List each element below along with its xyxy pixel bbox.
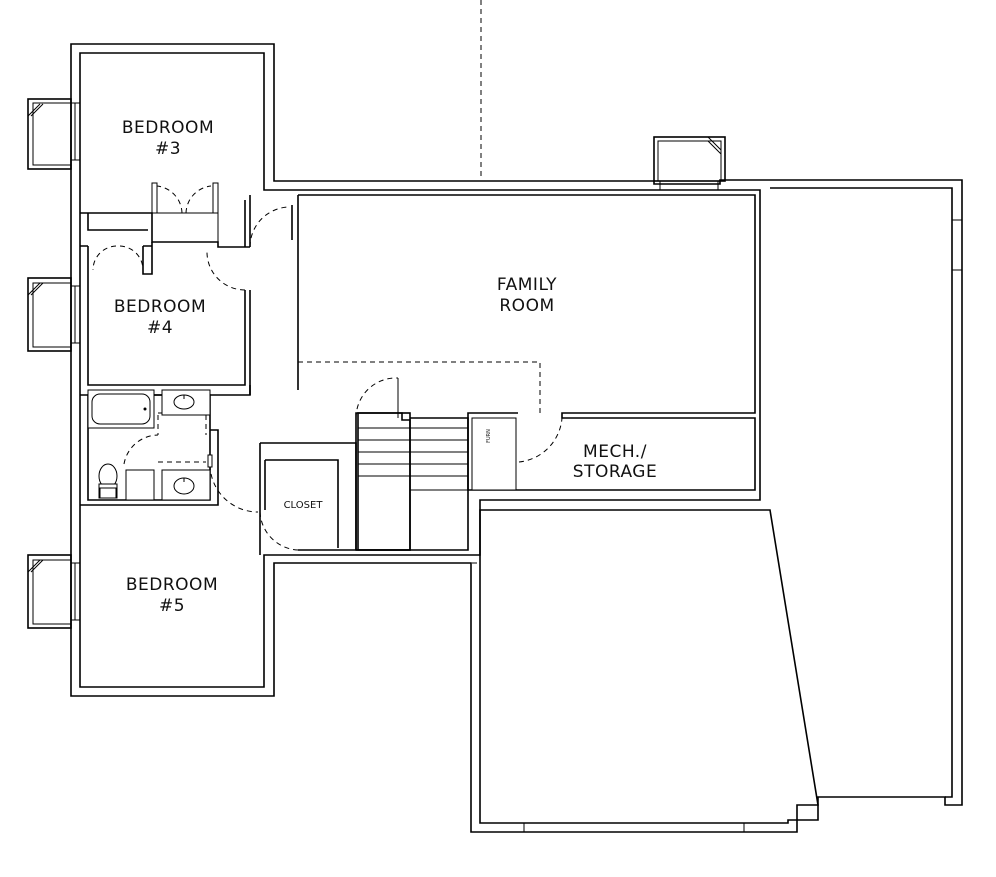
bedroom3-label: BEDROOM (122, 118, 214, 138)
window-well-bedroom3 (27, 98, 81, 170)
window-well-bedroom4 (27, 277, 81, 352)
storage-label: STORAGE (573, 462, 657, 482)
bedroom4-number: #4 (147, 318, 173, 338)
bedroom4-label: BEDROOM (114, 297, 206, 317)
family-room-label: FAMILY (497, 275, 557, 295)
window-well-bedroom5 (27, 554, 81, 629)
furnace-label: FURN (486, 429, 492, 443)
mechanical-equipment (471, 417, 517, 491)
exterior-walls (70, 43, 963, 833)
bedroom5-number: #5 (159, 596, 185, 616)
soffit-line (298, 361, 541, 413)
closet-label: CLOSET (284, 500, 324, 511)
family-room-label-2: ROOM (499, 296, 554, 316)
towel-bar (207, 454, 213, 468)
bedroom5-label: BEDROOM (126, 575, 218, 595)
mech-label: MECH./ (583, 442, 647, 462)
toilet (98, 463, 118, 499)
bedroom3-number: #3 (155, 139, 181, 159)
stairs (358, 427, 468, 491)
bathroom-fixtures (87, 389, 213, 501)
window-well-family (653, 136, 726, 191)
